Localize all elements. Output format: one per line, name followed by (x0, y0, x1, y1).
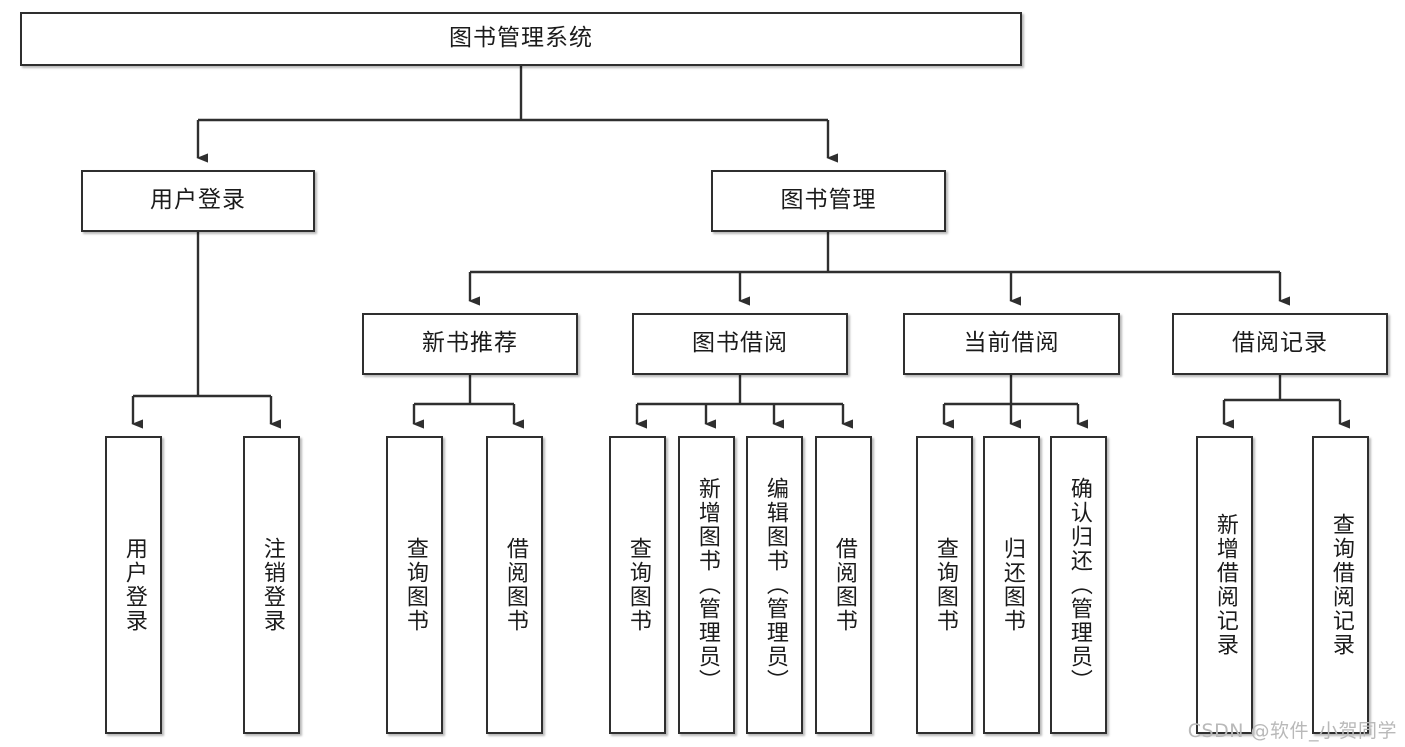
leaf-user-login-signin[interactable]: 用户登录 (105, 436, 162, 734)
node-label: 图书管理系统 (449, 25, 593, 52)
node-borrow-record[interactable]: 借阅记录 (1172, 313, 1388, 375)
leaf-record-add-record[interactable]: 新增借阅记录 (1196, 436, 1253, 734)
node-label: 用户登录 (150, 187, 246, 214)
node-current-borrow[interactable]: 当前借阅 (903, 313, 1120, 375)
csdn-watermark: CSDN @软件_小贺同学 (1187, 720, 1397, 742)
node-label: 注销登录 (259, 537, 285, 633)
leaf-borrow-query-book[interactable]: 查询图书 (609, 436, 666, 734)
node-label: 借阅图书 (502, 537, 528, 633)
node-label: 借阅记录 (1232, 330, 1328, 357)
leaf-current-confirm-return-admin[interactable]: 确认归还（管理员） (1050, 436, 1107, 734)
node-book-management[interactable]: 图书管理 (711, 170, 946, 232)
leaf-borrow-add-book-admin[interactable]: 新增图书（管理员） (678, 436, 735, 734)
leaf-recommend-borrow-book[interactable]: 借阅图书 (486, 436, 543, 734)
node-label: 当前借阅 (963, 330, 1060, 357)
node-label: 编辑图书（管理员） (762, 477, 788, 693)
node-user-login[interactable]: 用户登录 (81, 170, 315, 232)
node-label: 用户登录 (121, 537, 147, 633)
node-root-title[interactable]: 图书管理系统 (20, 12, 1022, 66)
node-label: 确认归还（管理员） (1066, 477, 1092, 693)
leaf-borrow-borrow-book[interactable]: 借阅图书 (815, 436, 872, 734)
leaf-current-return-book[interactable]: 归还图书 (983, 436, 1040, 734)
node-label: 新书推荐 (422, 330, 518, 357)
node-book-borrow[interactable]: 图书借阅 (632, 313, 848, 375)
node-new-book-recommend[interactable]: 新书推荐 (362, 313, 578, 375)
node-label: 查询图书 (932, 537, 958, 633)
leaf-borrow-edit-book-admin[interactable]: 编辑图书（管理员） (746, 436, 803, 734)
node-label: 查询图书 (625, 537, 651, 633)
node-label: 图书借阅 (692, 330, 788, 357)
node-label: 图书管理 (780, 187, 877, 214)
leaf-record-query-record[interactable]: 查询借阅记录 (1312, 436, 1369, 734)
node-label: 新增借阅记录 (1212, 513, 1238, 657)
leaf-user-login-signout[interactable]: 注销登录 (243, 436, 300, 734)
node-label: 归还图书 (999, 537, 1025, 633)
leaf-recommend-query-book[interactable]: 查询图书 (386, 436, 443, 734)
node-label: 查询图书 (402, 537, 428, 633)
leaf-current-query-book[interactable]: 查询图书 (916, 436, 973, 734)
node-label: 查询借阅记录 (1328, 513, 1354, 657)
node-label: 新增图书（管理员） (694, 477, 720, 693)
node-label: 借阅图书 (831, 537, 857, 633)
